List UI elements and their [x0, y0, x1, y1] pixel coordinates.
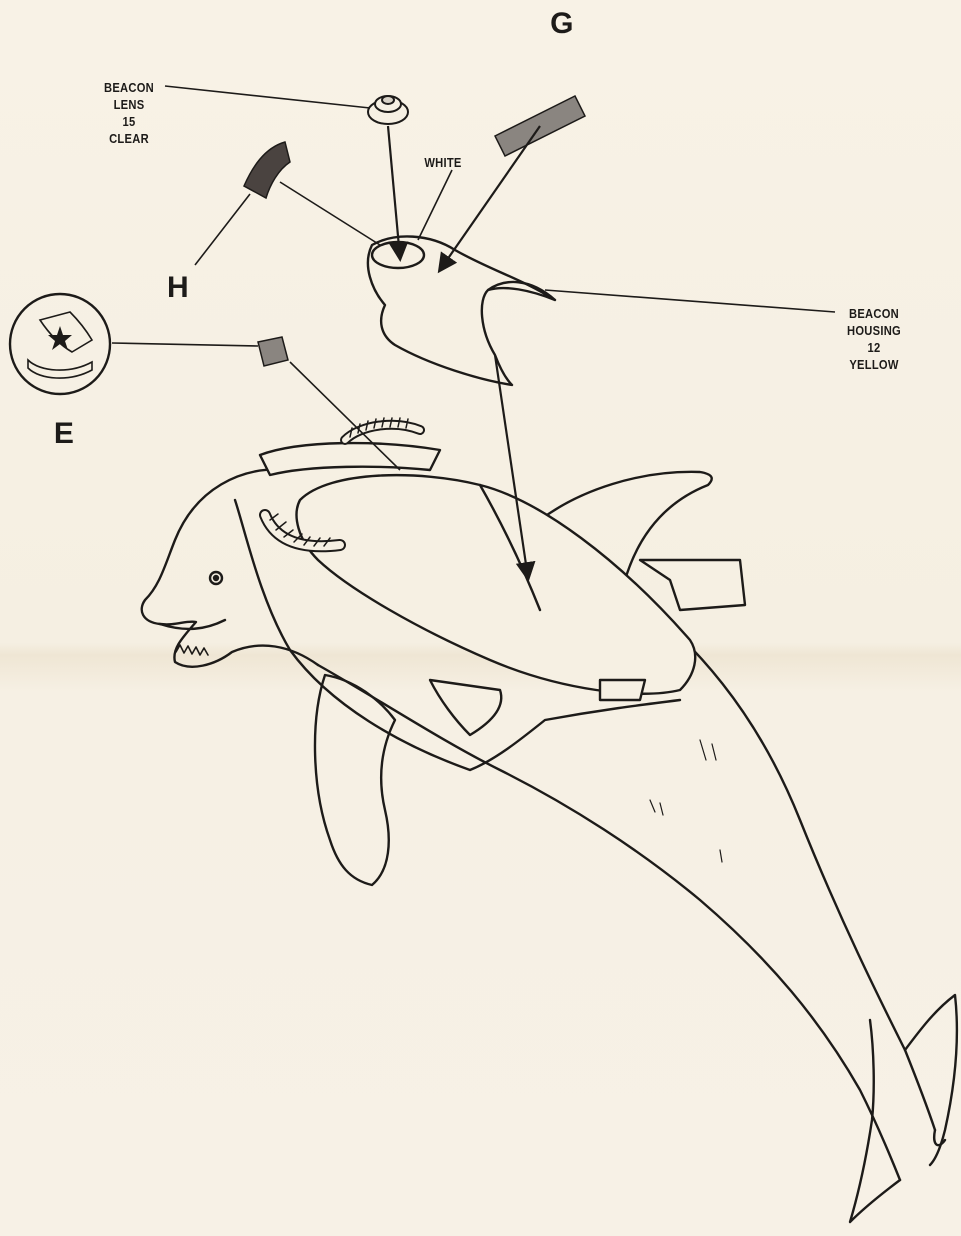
beacon-lens-line4: CLEAR [99, 130, 159, 147]
beacon-lens-label: BEACON LENS 15 CLEAR [99, 79, 159, 147]
decal-g-letter: G [544, 8, 580, 40]
beacon-lens-part [368, 96, 408, 124]
beacon-housing-line1: BEACON [836, 305, 912, 322]
decal-e-emblem [10, 294, 110, 394]
decal-h-letter: H [160, 272, 196, 304]
beacon-lens-line1: BEACON [99, 79, 159, 96]
harness-pack [235, 443, 745, 770]
decal-h [244, 142, 290, 198]
beacon-housing-line3: 12 [836, 339, 912, 356]
beacon-housing-line2: HOUSING [836, 322, 912, 339]
white-label: WHITE [415, 154, 472, 171]
decal-e [258, 337, 288, 366]
beacon-lens-line3: 15 [99, 113, 159, 130]
beacon-housing-label: BEACON HOUSING 12 YELLOW [836, 305, 912, 373]
decal-e-letter: E [46, 418, 82, 450]
beacon-housing-line4: YELLOW [836, 356, 912, 373]
beacon-housing [368, 236, 555, 385]
beacon-lens-line2: LENS [99, 96, 159, 113]
